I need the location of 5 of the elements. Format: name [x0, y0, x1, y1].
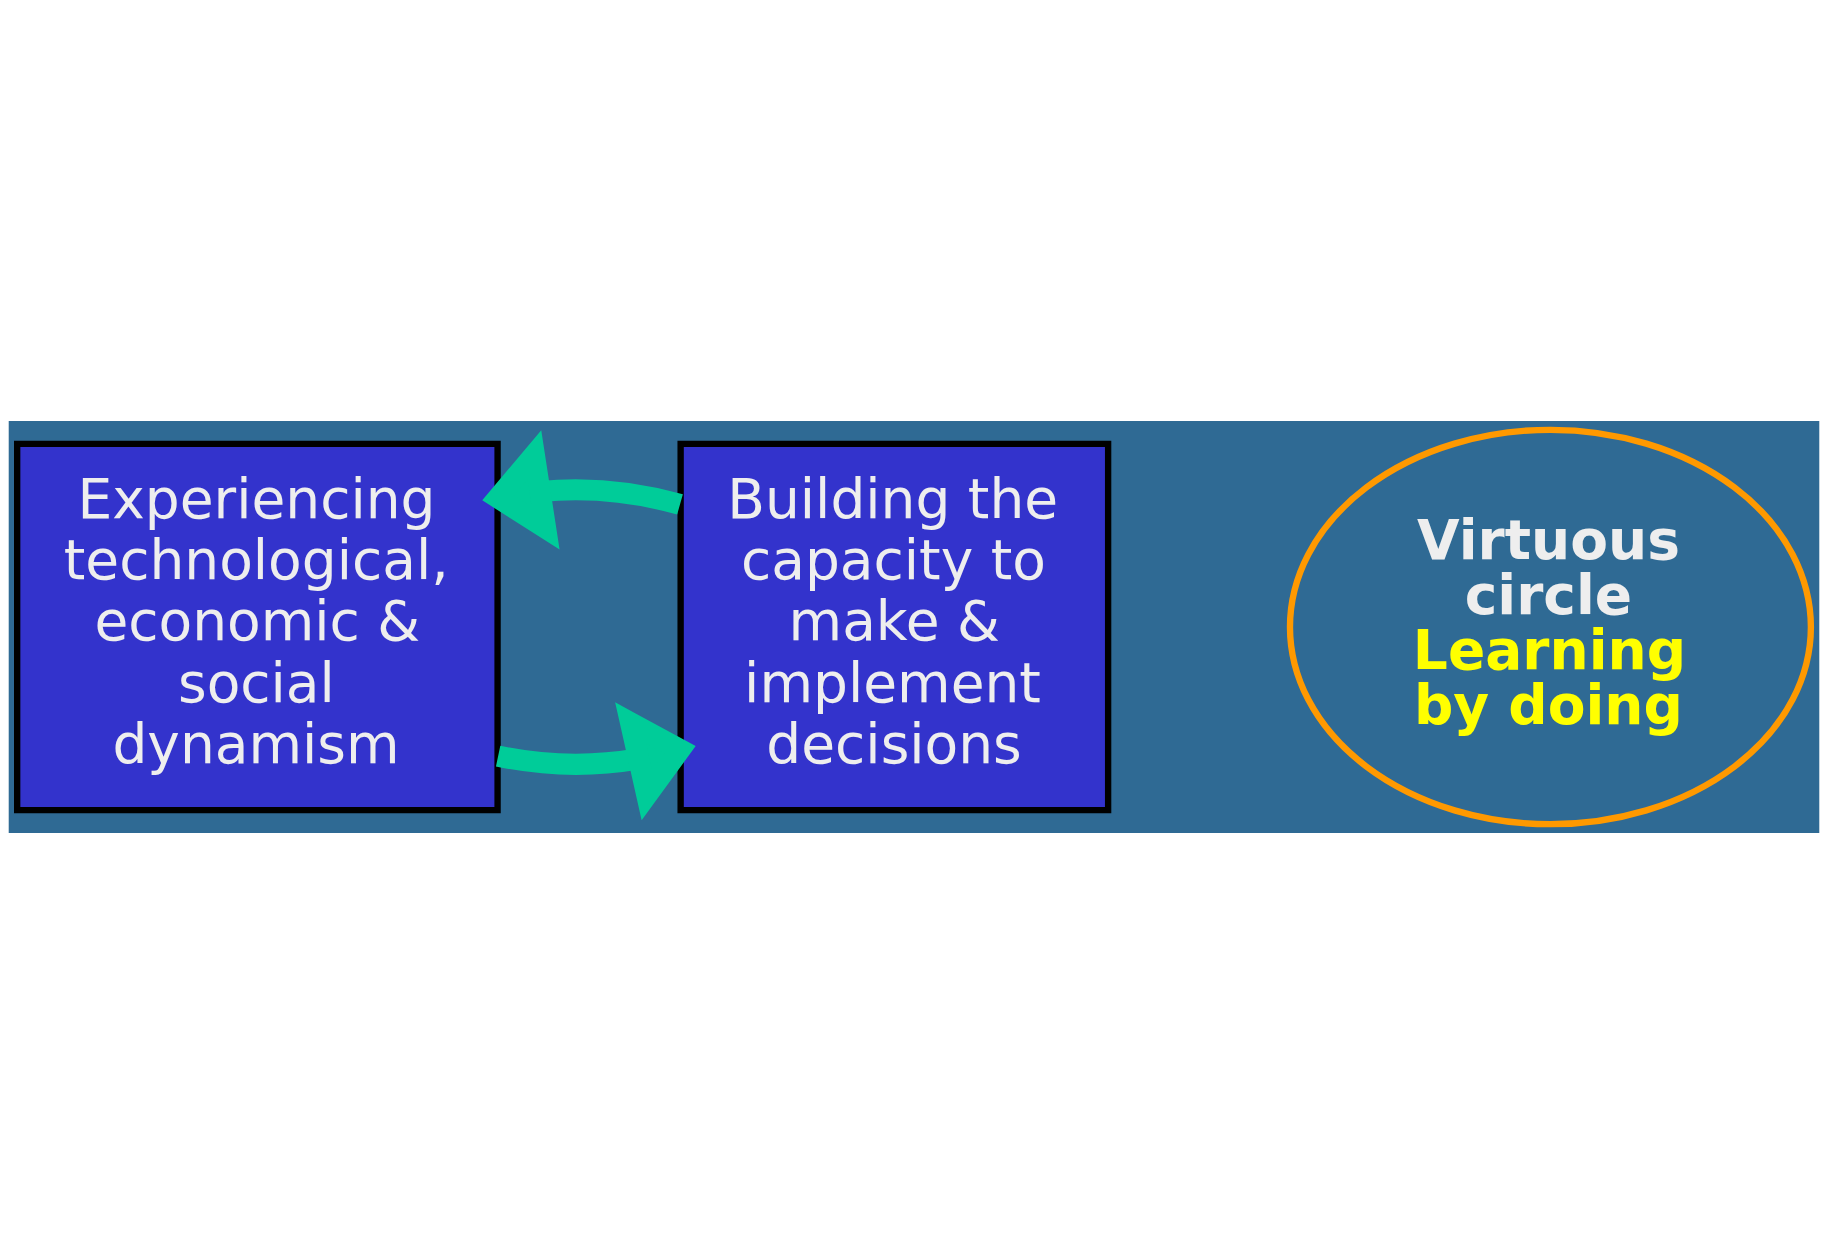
- node-ellipse: Virtuous circle Learning by doing: [1286, 426, 1815, 828]
- arrow: [482, 430, 683, 550]
- arrow: [496, 702, 696, 821]
- node-box: Building the capacity to make & implement decisions: [677, 440, 1112, 814]
- node-box: Experiencing technological, economic & social dynamism: [14, 440, 501, 814]
